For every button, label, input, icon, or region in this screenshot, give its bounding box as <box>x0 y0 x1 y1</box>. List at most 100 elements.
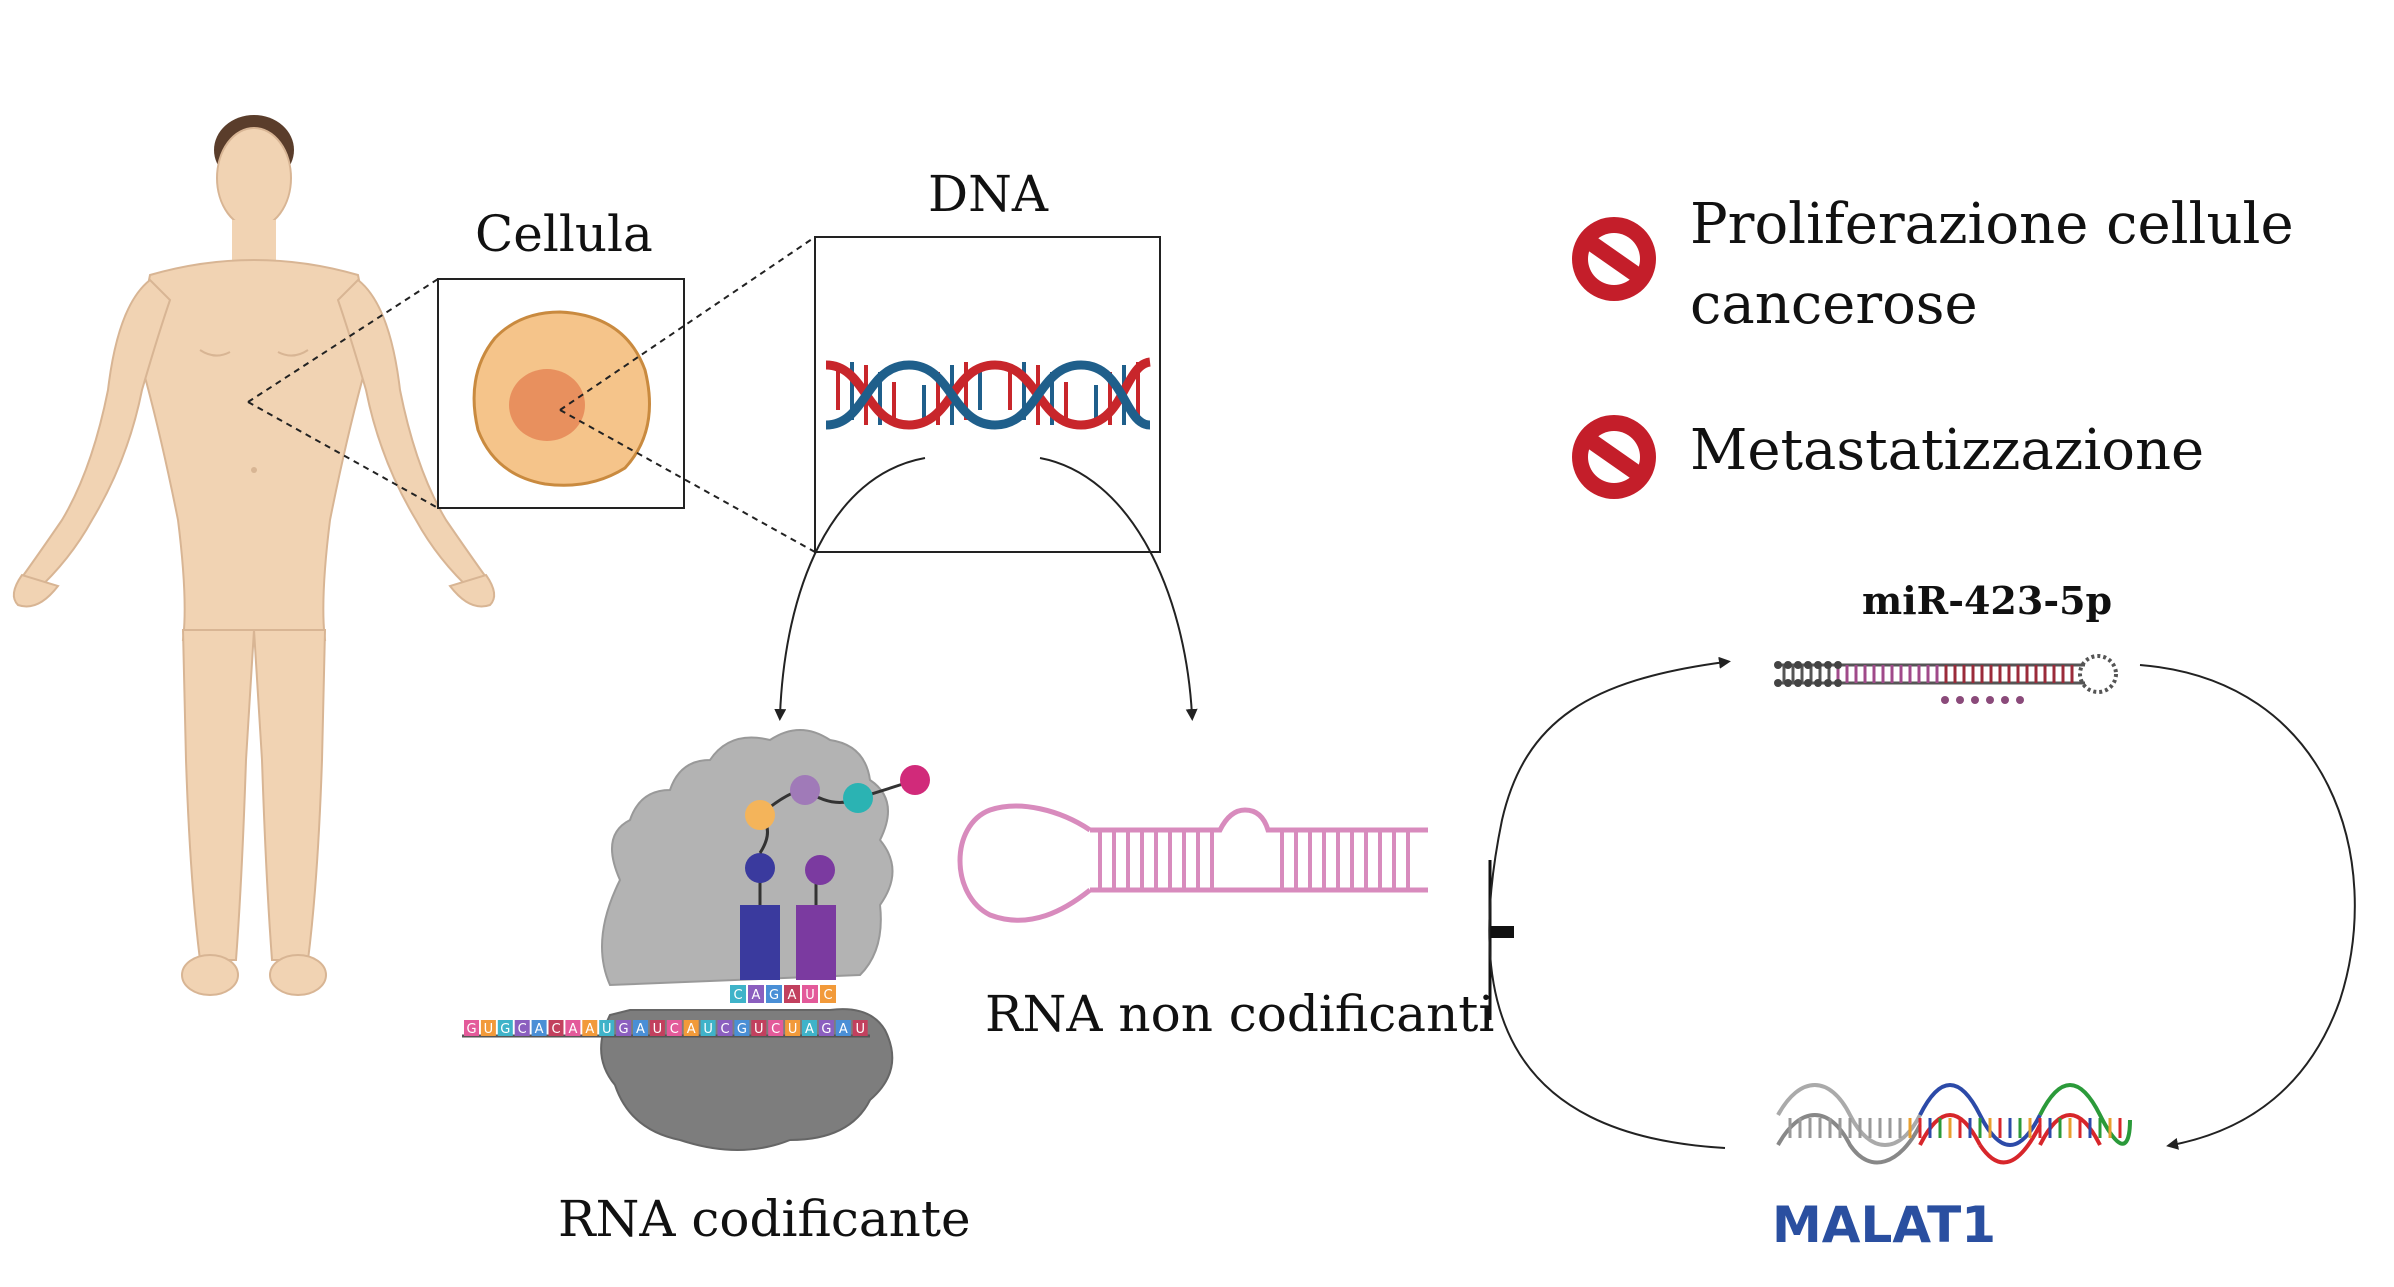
mrna-base-tile <box>700 1020 716 1036</box>
mirna-nucleotide <box>1804 679 1812 687</box>
mirna-nucleotide <box>1824 679 1832 687</box>
mrna-base: A <box>839 1022 848 1037</box>
mrna-base-tile <box>548 1020 564 1036</box>
mrna-base-tile <box>717 1020 733 1036</box>
mirna-nucleotide <box>1834 679 1842 687</box>
anticodon-tile <box>784 985 800 1003</box>
mrna-base: C <box>771 1022 780 1037</box>
amino-acid-1 <box>745 800 775 830</box>
mrna-base: U <box>602 1022 612 1037</box>
mirna-nucleotide <box>1971 696 1979 704</box>
mirna-structure-illustration <box>1774 654 2118 704</box>
trna-left <box>740 905 780 980</box>
metastasis-label: Metastatizzazione <box>1690 418 2205 483</box>
mrna-base-tile <box>683 1020 699 1036</box>
mrna-base: C <box>518 1022 527 1037</box>
amino-acid-3 <box>843 783 873 813</box>
mrna-base: U <box>484 1022 494 1037</box>
mrna-base-tile <box>649 1020 665 1036</box>
anticodon-tile <box>766 985 782 1003</box>
anticodon-base: C <box>823 988 832 1003</box>
non-coding-rna-label: RNA non codificanti <box>985 985 1495 1043</box>
anticodon-base: G <box>769 988 779 1003</box>
mrna-base-tile <box>633 1020 648 1036</box>
inhibited-effect-label-line1: Proliferazione cellule <box>1690 192 2294 257</box>
mrna-base-tile <box>818 1020 834 1036</box>
mrna-base-tile <box>768 1020 784 1036</box>
mrna-base: U <box>653 1022 663 1037</box>
mirna-nucleotide <box>1784 679 1792 687</box>
mirna-nucleotide <box>2016 696 2024 704</box>
mrna-base-tile <box>852 1020 868 1036</box>
zoom-lines-body-to-cell <box>247 278 439 509</box>
mrna-base: U <box>754 1022 764 1037</box>
mirna-nucleotide <box>1834 661 1842 669</box>
anticodon-tile <box>730 985 746 1003</box>
mrna-base: A <box>687 1022 696 1037</box>
mirna-nucleotide <box>1804 661 1812 669</box>
amino-acid-4 <box>900 765 930 795</box>
anticodon-base: U <box>805 988 815 1003</box>
dna-label: DNA <box>928 165 1048 223</box>
mrna-base: A <box>568 1022 577 1037</box>
mrna-base: A <box>535 1022 544 1037</box>
mrna-base: U <box>788 1022 798 1037</box>
mirna-nucleotide <box>2001 696 2009 704</box>
mirna-nucleotide <box>1794 679 1802 687</box>
mrna-base: G <box>466 1022 476 1037</box>
anticodon-base: A <box>752 988 761 1003</box>
mirna-nucleotide <box>1774 679 1782 687</box>
mrna-base-tile <box>599 1020 615 1036</box>
inhibited-effect-label-line2: cancerose <box>1690 272 1978 337</box>
mrna-base: C <box>670 1022 679 1037</box>
mrna-base-tile <box>751 1020 767 1036</box>
mrna-base: G <box>821 1022 831 1037</box>
cell-nucleus <box>509 369 585 441</box>
mrna-base-tile <box>497 1020 513 1036</box>
mrna-base-tile <box>531 1020 547 1036</box>
mrna-base-tile <box>785 1020 801 1036</box>
mrna-base-tile <box>666 1020 682 1036</box>
cell-label: Cellula <box>475 205 653 263</box>
mrna-base: G <box>500 1022 510 1037</box>
zoom-lines-cell-to-dna <box>559 236 816 553</box>
anticodon-base: C <box>733 988 742 1003</box>
dna-strand-blue <box>825 360 1151 430</box>
mirna-nucleotide <box>1814 679 1822 687</box>
mirna-nucleotide <box>1814 661 1822 669</box>
mrna-base-tile <box>734 1020 750 1036</box>
mrna-base: U <box>855 1022 865 1037</box>
ncrna-hairpin-illustration <box>957 803 1428 923</box>
mrna-base-tile <box>464 1020 479 1036</box>
mrna-base: A <box>585 1022 594 1037</box>
mrna-base: G <box>619 1022 629 1037</box>
anticodon-tile <box>748 985 764 1003</box>
malat1-label: MALAT1 <box>1772 1196 1997 1254</box>
stop-icon <box>1572 217 1656 301</box>
mrna-base: C <box>720 1022 729 1037</box>
mrna-base: G <box>737 1022 747 1037</box>
mrna-base: A <box>636 1022 645 1037</box>
mirna-nucleotide <box>1774 661 1782 669</box>
mrna-base: U <box>703 1022 713 1037</box>
ribosome-small-subunit <box>600 1008 894 1151</box>
mrna-base-tile <box>565 1020 581 1036</box>
mrna-base-tile <box>514 1020 530 1036</box>
mrna-base-tile <box>616 1020 632 1036</box>
anticodon-tile <box>820 985 836 1003</box>
dna-box <box>814 236 1161 553</box>
human-body-illustration <box>12 115 496 996</box>
stop-icon <box>1572 415 1656 499</box>
mirna-nucleotide <box>1824 661 1832 669</box>
mirna-nucleotide <box>1986 696 1994 704</box>
coding-rna-label: RNA codificante <box>558 1190 971 1248</box>
mrna-base-tile <box>480 1020 496 1036</box>
anticodon-base: A <box>788 988 797 1003</box>
malat1-structure-illustration <box>1776 1083 2132 1165</box>
mrna-base: C <box>551 1022 560 1037</box>
mrna-base-tile <box>582 1020 598 1036</box>
regulatory-cycle-arrows <box>1488 656 2356 1150</box>
